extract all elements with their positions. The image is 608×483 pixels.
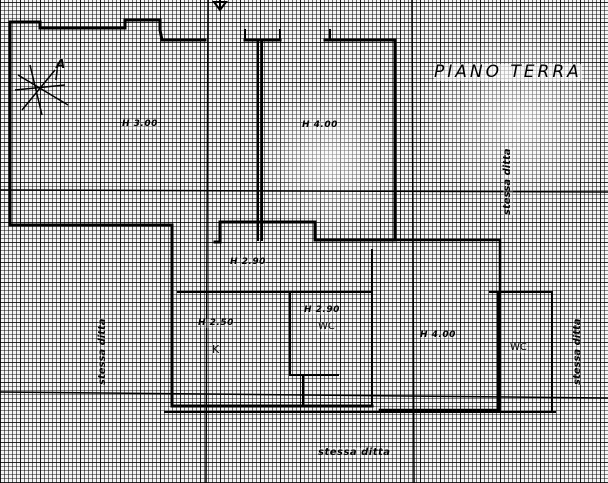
room-code: K [212, 343, 220, 356]
adjacent-owner-note: stessa ditta [502, 148, 513, 215]
room-height-label: H 2.90 [230, 257, 266, 267]
adjacent-owner-note: stessa ditta [318, 447, 391, 458]
adjacent-owner-note: stessa ditta [572, 318, 583, 385]
room-height-label: H 2.90 [304, 305, 340, 315]
room-code: WC [318, 321, 335, 332]
drawing-title: PIANO TERRA [434, 62, 582, 82]
adjacent-owner-note: stessa ditta [97, 318, 108, 385]
paper-highlight [250, 80, 410, 240]
north-arrow-icon [14, 61, 69, 116]
room-height-label: H 4.00 [420, 330, 456, 340]
north-arrow-label: A [56, 57, 66, 71]
room-code: WC [510, 342, 527, 353]
room-height-label: H 2.50 [198, 318, 234, 328]
paper-highlight [420, 20, 608, 220]
room-height-label: H 4.00 [302, 120, 338, 130]
section-marker-icon [212, 0, 228, 12]
room-height-label: H 3.00 [122, 119, 158, 129]
